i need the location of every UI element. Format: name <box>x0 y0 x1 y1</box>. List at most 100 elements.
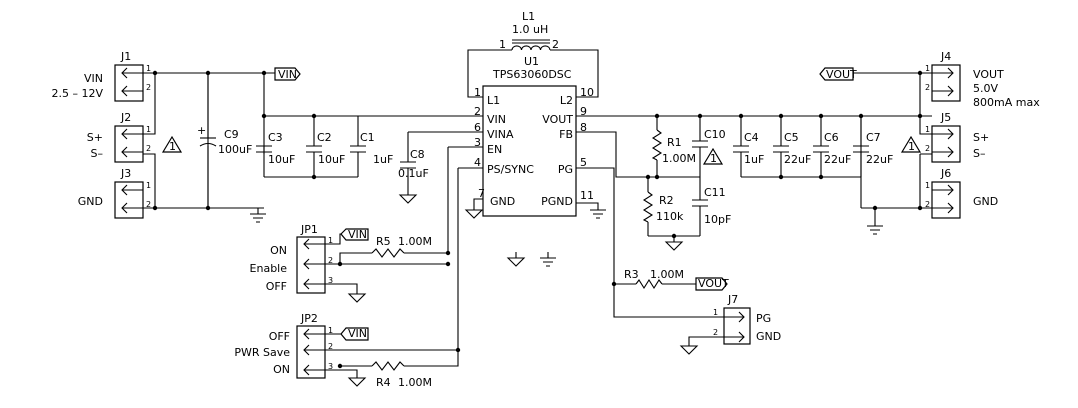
ground-icon <box>664 241 684 251</box>
pin-en-num: 3 <box>474 136 481 149</box>
j4-line2: 5.0V <box>973 82 998 95</box>
connector-j3: J3 1 2 GND <box>78 167 151 219</box>
jp2-pin1: 1 <box>328 326 333 335</box>
connector-j5: J5 1 2 S+ S– <box>925 111 989 163</box>
jp1-ref: JP1 <box>300 223 318 236</box>
c8-ref: C8 <box>410 148 425 161</box>
l1-pin1: 1 <box>499 38 506 51</box>
pin-pgnd-label: PGND <box>541 195 573 208</box>
junction-dot <box>778 174 784 180</box>
u1-part: TPS63060DSC <box>492 68 572 81</box>
j4-ref: J4 <box>940 50 951 63</box>
r4-value: 1.00M <box>398 376 432 389</box>
junctions <box>152 70 923 369</box>
wires <box>143 49 932 378</box>
junction-dot <box>872 205 878 211</box>
pin-l1-num: 1 <box>474 86 481 99</box>
pin-fb-num: 8 <box>580 121 587 134</box>
jumper-jp2: JP2 1 2 3 OFF PWR Save ON <box>234 312 333 379</box>
junction-dot <box>261 70 267 76</box>
j3-pin1: 1 <box>146 181 151 190</box>
note-mark-mid: 1 <box>702 147 724 165</box>
c9-value: 100uF <box>218 143 252 156</box>
capacitor-c10: C10 <box>692 128 726 152</box>
junction-dot <box>337 261 343 267</box>
ground-icon <box>250 213 266 223</box>
ground-icon <box>679 345 699 355</box>
c7-ref: C7 <box>866 131 881 144</box>
note-mark-right: 1 <box>900 135 922 153</box>
pin-vin-label: VIN <box>487 113 506 126</box>
resistor-r2: R2 110k <box>642 191 684 223</box>
r2-ref: R2 <box>659 194 674 207</box>
note-mark-label: 1 <box>710 152 717 165</box>
pin-fb-label: FB <box>559 128 573 141</box>
j7-label2: GND <box>756 330 781 343</box>
capacitor-c7: C7 22uF <box>853 131 893 166</box>
j6-label: GND <box>973 195 998 208</box>
j2-body <box>114 125 144 163</box>
connector-j7: J7 1 2 PG GND <box>713 293 781 345</box>
u1-ic: U1 TPS63060DSC L1 VIN VINA EN PS/SYNC GN… <box>474 55 594 217</box>
note-mark-label: 1 <box>908 140 915 153</box>
j3-pin2: 2 <box>146 200 151 209</box>
j6-body <box>931 181 961 219</box>
junction-dot <box>645 174 651 180</box>
j7-pin2: 2 <box>713 328 718 337</box>
junction-dot <box>818 174 824 180</box>
pin-vina-num: 6 <box>474 121 481 134</box>
c3-ref: C3 <box>268 131 283 144</box>
c3-value: 10uF <box>268 153 295 166</box>
junction-dot <box>311 174 317 180</box>
jp1-mid: Enable <box>250 262 288 275</box>
ground-icon <box>540 252 556 267</box>
j5-label2: S– <box>973 147 985 160</box>
pin-vout-label: VOUT <box>542 113 573 126</box>
l1-inductor: L1 1.0 uH 1 2 <box>499 10 559 51</box>
jp2-off: OFF <box>269 330 290 343</box>
junction-dot <box>311 113 317 119</box>
capacitor-c4: C4 1uF <box>733 131 764 166</box>
junction-dot <box>152 205 158 211</box>
j1-pin1: 1 <box>146 64 151 73</box>
j4-label: VOUT <box>973 68 1004 81</box>
pin-pg-label: PG <box>558 163 573 176</box>
pin-l2-num: 10 <box>580 86 594 99</box>
jp2-pin3: 3 <box>328 362 333 371</box>
net-flag-label: VIN <box>348 327 367 340</box>
ground-icon <box>347 293 367 303</box>
c11-ref: C11 <box>704 186 726 199</box>
u1-body <box>482 85 577 217</box>
r4-ref: R4 <box>376 376 391 389</box>
c2-ref: C2 <box>317 131 332 144</box>
jp1-pin1: 1 <box>328 236 333 245</box>
ground-icon <box>464 209 484 219</box>
j2-label2: S– <box>91 147 103 160</box>
net-flag-label: VIN <box>278 68 297 81</box>
c4-ref: C4 <box>744 131 759 144</box>
junction-dot <box>337 363 343 369</box>
l1-ref: L1 <box>522 10 535 23</box>
l1-pin2: 2 <box>552 38 559 51</box>
j4-line3: 800mA max <box>973 96 1040 109</box>
j4-pin1: 1 <box>925 64 930 73</box>
resistor-r1: R1 1.00M <box>651 129 696 165</box>
j5-body <box>931 125 961 163</box>
net-flag-label: VOUT <box>698 277 729 290</box>
junction-dot <box>445 261 451 267</box>
resistor-r5: R5 1.00M <box>371 235 432 258</box>
c7-value: 22uF <box>866 153 893 166</box>
j4-body <box>931 64 961 102</box>
capacitor-c6: C6 22uF <box>813 131 851 166</box>
junction-dot <box>261 113 267 119</box>
pin-gnd-label: GND <box>490 195 515 208</box>
j2-pin1: 1 <box>146 125 151 134</box>
junction-dot <box>455 347 461 353</box>
r5-ref: R5 <box>376 235 391 248</box>
jp1-pin3: 3 <box>328 276 333 285</box>
c9-ref: C9 <box>224 128 239 141</box>
junction-dot <box>445 250 451 256</box>
jp1-pin2: 2 <box>328 256 333 265</box>
junction-dot <box>917 70 923 76</box>
j7-pin1: 1 <box>713 308 718 317</box>
